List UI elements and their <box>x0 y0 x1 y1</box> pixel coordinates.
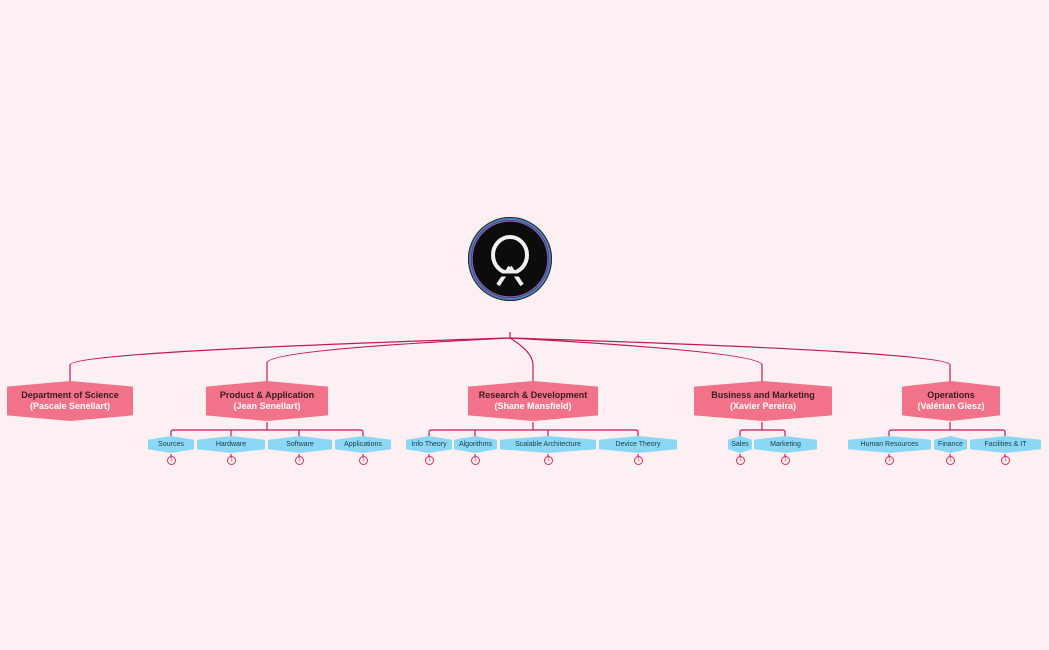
team-label: Human Resources <box>860 441 919 448</box>
team-node[interactable]: Info Theory <box>406 436 452 453</box>
collapse-count-badge[interactable]: 1 <box>167 456 176 465</box>
connector-dept-1 <box>266 337 511 382</box>
department-node[interactable]: Business and Marketing (Xavier Pereira) <box>694 381 832 421</box>
department-name: Business and Marketing <box>711 390 815 400</box>
connector-team-bus-3 <box>739 422 786 437</box>
team-label: Finance <box>938 441 963 448</box>
team-label: Facilities & IT <box>984 441 1027 448</box>
department-node[interactable]: Operations (Valérian Giesz) <box>902 381 1000 421</box>
team-label: Sources <box>158 441 184 448</box>
connector-dept-3 <box>509 337 763 382</box>
collapse-count-badge[interactable]: 1 <box>736 456 745 465</box>
department-name: Research & Development <box>478 390 588 400</box>
collapse-count-badge[interactable]: 1 <box>885 456 894 465</box>
team-node[interactable]: Applications <box>335 436 391 453</box>
team-label: Device Theory <box>615 441 661 448</box>
department-lead: (Shane Mansfield) <box>494 401 572 411</box>
collapse-count-badge[interactable]: 1 <box>295 456 304 465</box>
department-node[interactable]: Product & Application (Jean Senellart) <box>206 381 328 421</box>
root-node-logo[interactable] <box>468 217 552 301</box>
team-label: Algorithms <box>458 441 493 448</box>
department-node[interactable]: Department of Science (Pascale Senellart… <box>7 381 133 421</box>
team-node[interactable]: Marketing <box>754 436 817 453</box>
department-name: Operations <box>927 390 975 400</box>
team-node[interactable]: Scalable Architecture <box>500 436 596 453</box>
team-label: Applications <box>344 441 382 448</box>
q-logo-icon <box>469 218 551 300</box>
collapse-count-badge[interactable]: 1 <box>1001 456 1010 465</box>
department-lead: (Xavier Pereira) <box>729 401 797 411</box>
team-node[interactable]: Algorithms <box>454 436 497 453</box>
connector-team-bus-2 <box>428 422 639 437</box>
collapse-count-badge[interactable]: 1 <box>781 456 790 465</box>
department-lead: (Valérian Giesz) <box>917 401 985 411</box>
team-node[interactable]: Human Resources <box>848 436 931 453</box>
department-lead: (Jean Senellart) <box>233 401 301 411</box>
team-label: Marketing <box>770 441 801 448</box>
team-label: Software <box>286 441 314 448</box>
collapse-count-badge[interactable]: 1 <box>544 456 553 465</box>
team-label: Info Theory <box>411 441 447 448</box>
collapse-count-badge[interactable]: 1 <box>946 456 955 465</box>
team-label: Hardware <box>215 441 247 448</box>
connector-dept-0 <box>69 337 511 382</box>
team-label: Sales <box>731 441 749 448</box>
department-name: Department of Science <box>21 390 119 400</box>
team-node[interactable]: Hardware <box>197 436 265 453</box>
collapse-count-badge[interactable]: 1 <box>227 456 236 465</box>
team-label: Scalable Architecture <box>515 441 581 448</box>
team-node[interactable]: Sources <box>148 436 194 453</box>
collapse-count-badge[interactable]: 1 <box>471 456 480 465</box>
department-lead: (Pascale Senellart) <box>29 401 111 411</box>
team-node[interactable]: Sales <box>728 436 752 453</box>
connector-dept-4 <box>509 337 951 382</box>
connector-team-bus-1 <box>170 422 364 437</box>
collapse-count-badge[interactable]: 1 <box>634 456 643 465</box>
department-name: Product & Application <box>219 390 315 400</box>
team-node[interactable]: Facilities & IT <box>970 436 1041 453</box>
team-node[interactable]: Finance <box>934 436 967 453</box>
team-node[interactable]: Device Theory <box>599 436 677 453</box>
team-node[interactable]: Software <box>268 436 332 453</box>
connector-team-bus-4 <box>888 422 1006 437</box>
connector-badge-stems <box>170 454 1006 457</box>
connector-dept-2 <box>509 337 534 382</box>
collapse-count-badge[interactable]: 1 <box>359 456 368 465</box>
collapse-count-badge[interactable]: 1 <box>425 456 434 465</box>
department-node[interactable]: Research & Development (Shane Mansfield) <box>468 381 598 421</box>
